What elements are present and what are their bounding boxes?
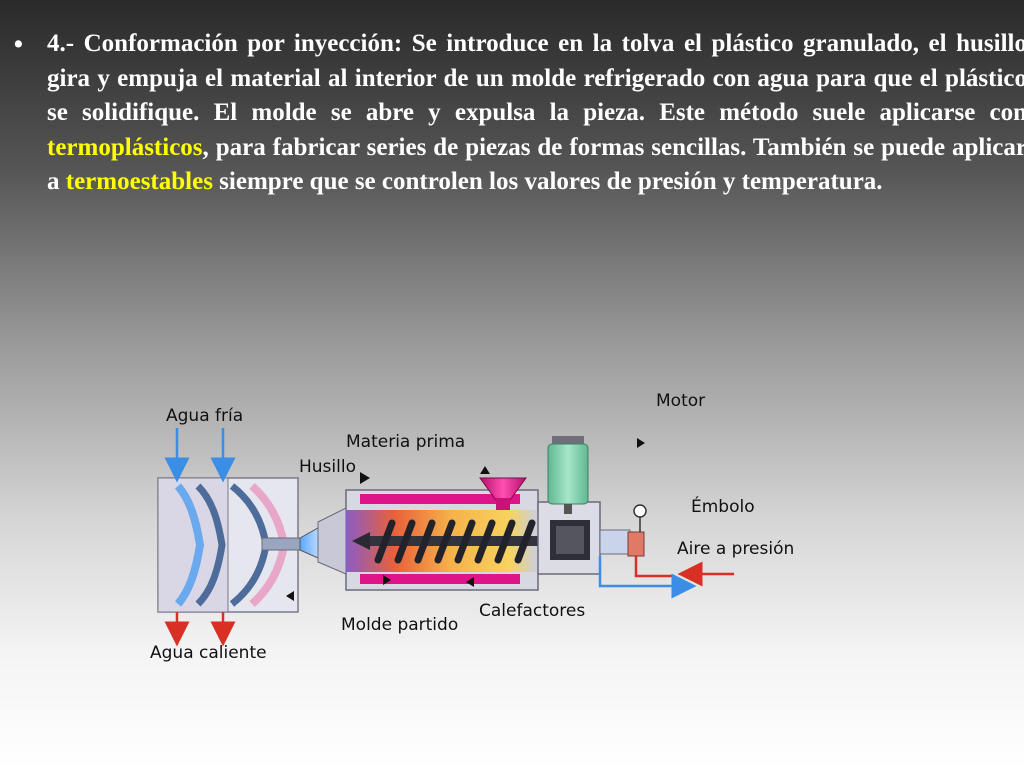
screw-flights: [374, 519, 536, 564]
pointer-markers: [286, 438, 645, 601]
motor: [547, 436, 589, 514]
bullet-marker: •: [14, 30, 23, 58]
label-materia-prima: Materia prima: [346, 432, 465, 452]
label-husillo: Husillo: [299, 457, 356, 477]
air-pipe-red: [634, 556, 672, 578]
highlight-termoplasticos: termoplásticos: [47, 133, 203, 161]
paragraph-part-3: siempre que se controlen los valores de …: [212, 168, 883, 195]
screw-tip: [352, 532, 370, 550]
label-agua-fria: Agua fría: [166, 406, 243, 426]
screw-shaft: [370, 536, 550, 546]
heater-top: [360, 494, 520, 504]
split-mold: [157, 477, 303, 613]
label-embolo: Émbolo: [691, 495, 755, 517]
heater-bottom: [360, 574, 520, 584]
nozzle: [299, 527, 319, 559]
piston-assembly: [627, 504, 647, 557]
paragraph-part-1: 4.- Conformación por inyección: Se intro…: [47, 30, 1024, 126]
slide-paragraph: 4.- Conformación por inyección: Se intro…: [47, 27, 1024, 200]
label-motor: Motor: [656, 391, 705, 411]
paragraph-part-2: , para fabricar series de piezas de form…: [47, 133, 1024, 196]
air-out-arrow: [598, 556, 697, 599]
gearbox: [537, 501, 631, 575]
pressure-gauge-icon: [633, 504, 647, 518]
label-aire-presion: Aire a presión: [677, 539, 794, 559]
highlight-termoestables: termoestables: [65, 168, 213, 195]
barrel-assembly: [317, 489, 550, 591]
label-calefactores: Calefactores: [479, 601, 585, 621]
label-agua-caliente: Agua caliente: [150, 643, 267, 663]
label-molde-partido: Molde partido: [341, 615, 458, 635]
hopper-throat: [496, 498, 510, 510]
